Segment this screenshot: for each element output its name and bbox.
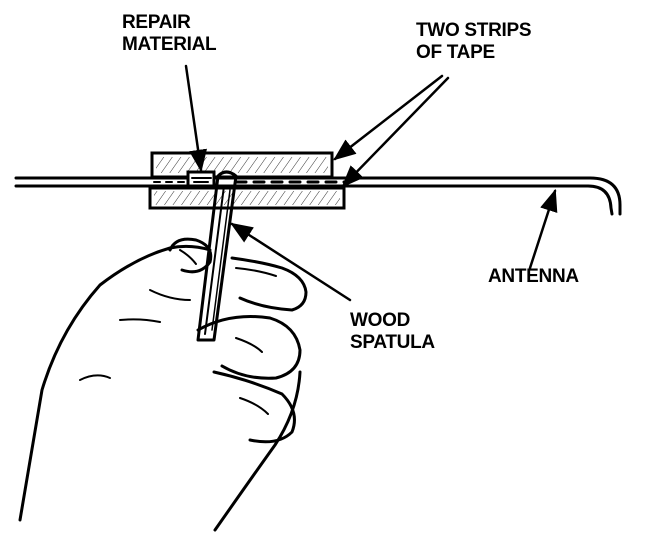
arrow-spatula (230, 222, 352, 302)
label-tape-line2: OF TAPE (416, 42, 495, 63)
label-repair-material-line1: REPAIR (122, 12, 191, 33)
label-two-strips-of-tape: TWO STRIPS OF TAPE (416, 20, 532, 64)
label-repair-material: REPAIR MATERIAL (122, 12, 217, 56)
repair-material-blob (186, 170, 216, 188)
label-spatula-line2: SPATULA (350, 332, 435, 353)
arrow-tape-bottom (341, 76, 450, 188)
arrow-repair-material (184, 64, 208, 173)
label-spatula-line1: WOOD (350, 310, 411, 331)
wood-spatula (196, 170, 238, 342)
label-antenna: ANTENNA (488, 266, 579, 287)
label-repair-material-line2: MATERIAL (122, 34, 217, 55)
tape-strip-top (150, 151, 334, 179)
antenna-wire (14, 176, 622, 216)
leader-arrows (184, 64, 558, 302)
arrow-tape-top (333, 74, 444, 161)
arrow-antenna (528, 188, 558, 270)
tape-strip-bottom (148, 186, 346, 210)
label-tape-line1: TWO STRIPS (416, 20, 532, 41)
hand (18, 237, 308, 532)
label-wood-spatula: WOOD SPATULA (350, 310, 435, 354)
